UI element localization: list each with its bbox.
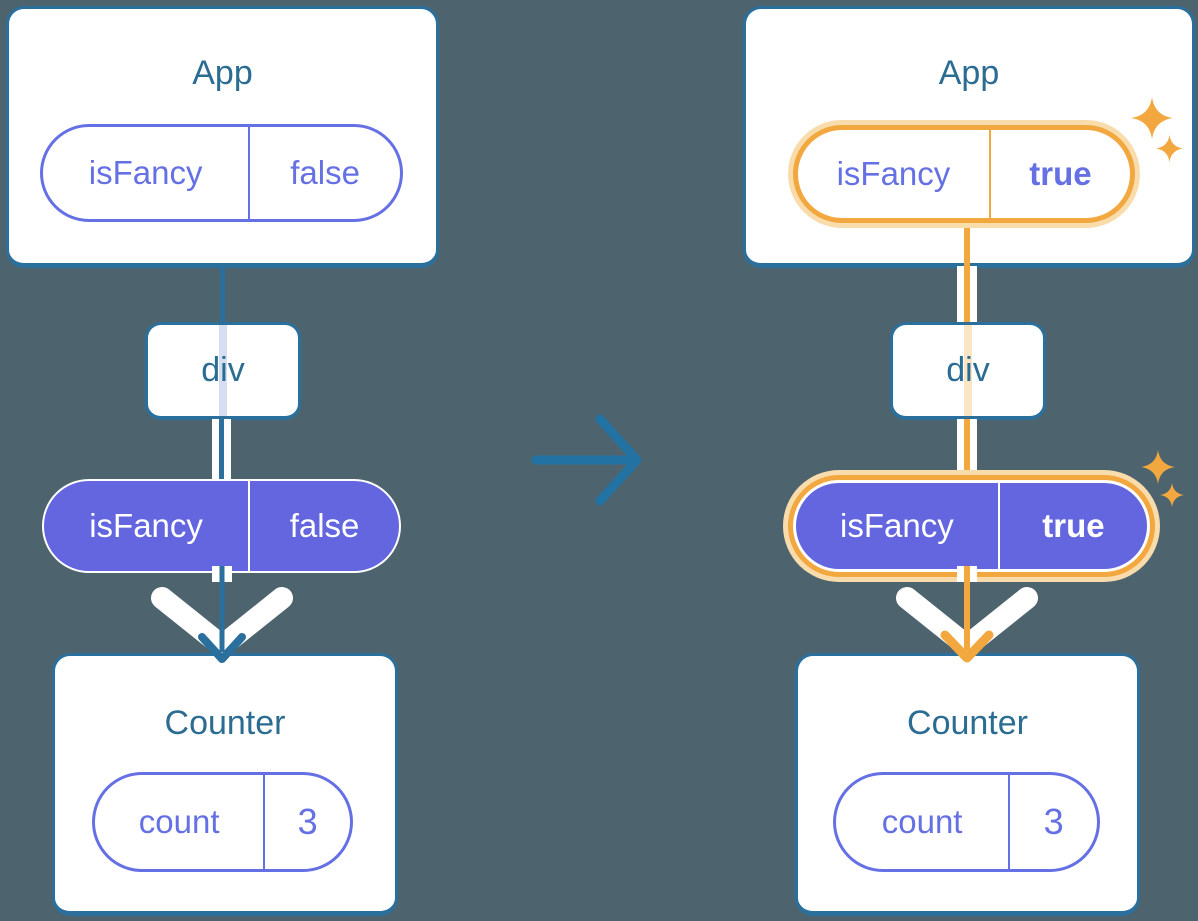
right-div-prop-stripe [964, 325, 972, 416]
arrow-right-icon [531, 414, 642, 506]
left-div-label: div [201, 351, 245, 389]
arrow-down-icon [896, 566, 1038, 663]
left-app-prop-pill: isFancy false [40, 124, 403, 222]
prop-value: true [1042, 507, 1105, 544]
right-app-title: App [938, 54, 1000, 92]
sparkle-icon [1160, 483, 1184, 507]
state-key: count [95, 775, 266, 869]
left-app-div-connector [220, 266, 225, 324]
prop-value: true [1029, 155, 1092, 192]
prop-value: false [290, 154, 360, 191]
sparkle-icon [1156, 135, 1183, 162]
left-state-pill: count 3 [92, 772, 353, 872]
prop-value: false [289, 507, 360, 544]
state-value: 3 [297, 801, 318, 842]
right-app-prop-pill: isFancy true [793, 125, 1135, 223]
state-value: 3 [1043, 801, 1064, 842]
prop-key: isFancy [44, 481, 251, 571]
right-div-card: div [890, 322, 1046, 420]
arrow-down-icon [151, 566, 293, 663]
left-div-prop-stripe [219, 325, 227, 416]
sparkle-icon [1131, 97, 1173, 139]
prop-key: isFancy [43, 127, 251, 219]
prop-key: isFancy [798, 130, 991, 218]
left-app-title: App [192, 54, 253, 92]
right-div-label: div [946, 351, 990, 389]
right-state-pill: count 3 [833, 772, 1100, 872]
left-div-card: div [145, 322, 301, 420]
right-counter-title: Counter [907, 704, 1028, 742]
right-app-prop-connector [964, 226, 970, 268]
sparkle-icon [1141, 450, 1175, 484]
left-prop-pill: isFancy false [42, 479, 401, 573]
state-key: count [836, 775, 1011, 869]
prop-key: isFancy [796, 483, 1000, 569]
right-prop-pill: isFancy true [793, 480, 1150, 572]
left-counter-title: Counter [164, 704, 286, 742]
right-prop-pipe-lower [957, 419, 977, 480]
left-prop-pipe [212, 419, 231, 480]
right-prop-pipe-upper [957, 266, 977, 322]
